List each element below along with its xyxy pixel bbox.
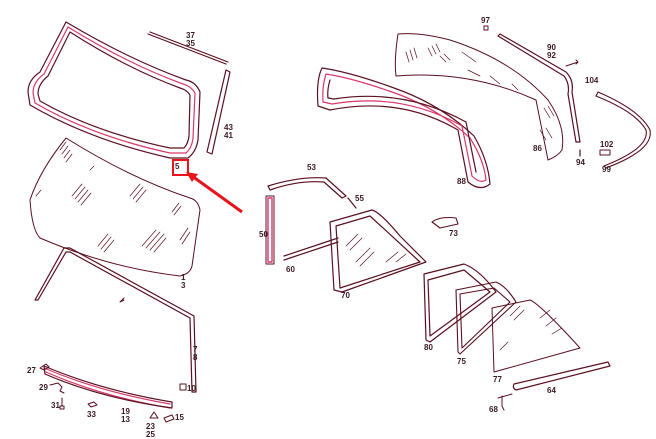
clip-33 — [87, 401, 98, 408]
label-94: 94 — [576, 158, 585, 167]
label-99: 99 — [602, 165, 611, 174]
label-53: 53 — [307, 163, 316, 172]
frame-75 — [455, 281, 517, 355]
label-104: 104 — [585, 76, 599, 85]
rail-53 — [267, 177, 347, 199]
pin-55 — [347, 197, 357, 209]
label-68: 68 — [489, 405, 498, 414]
clip-23 — [149, 411, 159, 419]
lower-seal-frame — [34, 247, 197, 393]
label-10: 10 — [187, 384, 196, 393]
clip-15 — [163, 414, 175, 423]
label-88: 88 — [457, 177, 466, 186]
label-97: 97 — [481, 16, 490, 25]
label-31: 31 — [51, 401, 60, 410]
label-102: 102 — [600, 140, 614, 149]
pillar-trim-43 — [206, 69, 231, 155]
label-55: 55 — [355, 194, 364, 203]
label-50: 50 — [259, 230, 268, 239]
clip-102 — [599, 149, 611, 156]
highlight-box — [172, 159, 189, 176]
trim-strip-37 — [147, 31, 229, 65]
label-80: 80 — [424, 343, 433, 352]
label-27: 27 — [27, 366, 36, 375]
rear-glass — [394, 33, 564, 161]
screw-31 — [59, 397, 65, 410]
clip-27 — [39, 363, 50, 371]
label-29: 29 — [39, 383, 48, 392]
clip-10 — [179, 383, 187, 391]
label-86: 86 — [533, 144, 542, 153]
label-33: 33 — [87, 410, 96, 419]
label-15: 15 — [175, 413, 184, 422]
latch-73 — [431, 216, 459, 229]
label-77: 77 — [493, 375, 502, 384]
windshield-seal — [27, 21, 201, 159]
screw-68 — [497, 393, 513, 411]
rear-window-seal — [316, 67, 491, 189]
rod-60 — [283, 237, 339, 261]
lower-trim-19 — [43, 365, 173, 409]
clip-29 — [49, 382, 65, 394]
strip-50 — [267, 197, 273, 263]
label-64: 64 — [547, 386, 556, 395]
strip-64 — [512, 361, 611, 391]
label-73: 73 — [449, 229, 458, 238]
label-75: 75 — [457, 357, 466, 366]
quarter-window-70 — [329, 209, 427, 293]
label-60: 60 — [286, 265, 295, 274]
rear-trim-90 — [497, 33, 581, 143]
trim-104 — [595, 91, 651, 169]
label-5: 5 — [175, 162, 180, 171]
frame-80 — [423, 263, 497, 343]
label-70: 70 — [341, 291, 350, 300]
windshield-glass — [29, 137, 201, 277]
glass-77 — [491, 299, 581, 373]
pin-90 — [565, 59, 579, 67]
rivet-97 — [483, 25, 489, 31]
